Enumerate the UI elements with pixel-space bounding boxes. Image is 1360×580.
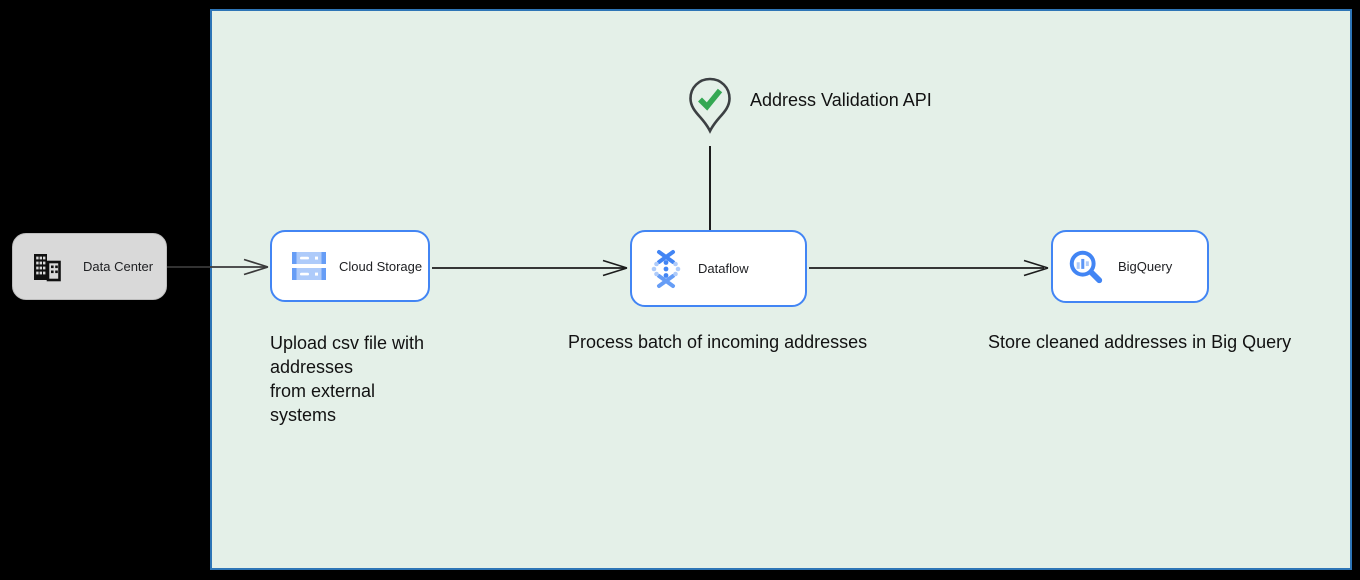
arrow-dataflow-to-bigquery[interactable] [809, 259, 1049, 277]
data-center-building-icon [31, 252, 63, 282]
api-pin-label: Address Validation API [750, 90, 932, 110]
node-cloud-storage[interactable]: Cloud Storage [270, 230, 430, 302]
cloud-storage-icon [292, 251, 326, 281]
bigquery-icon [1067, 248, 1105, 286]
arrow-cloudstorage-to-dataflow[interactable] [432, 259, 628, 277]
node-label: BigQuery [1118, 259, 1173, 274]
node-label: Data Center [83, 259, 154, 274]
node-bigquery[interactable]: BigQuery [1051, 230, 1209, 303]
arrow-datacenter-to-cloudstorage[interactable] [167, 258, 269, 276]
caption-process-batch: Process batch of incoming addresses [568, 332, 868, 352]
node-label: Dataflow [698, 261, 749, 276]
caption-upload-csv: Upload csv file with addresses from exte… [270, 333, 425, 425]
node-data-center[interactable]: Data Center [12, 233, 167, 300]
dataflow-icon [646, 248, 686, 290]
caption-store-bigquery: Store cleaned addresses in Big Query [988, 332, 1292, 352]
node-label: Cloud Storage [339, 258, 423, 274]
map-pin-check-icon[interactable] [686, 76, 734, 147]
node-dataflow[interactable]: Dataflow [630, 230, 807, 307]
